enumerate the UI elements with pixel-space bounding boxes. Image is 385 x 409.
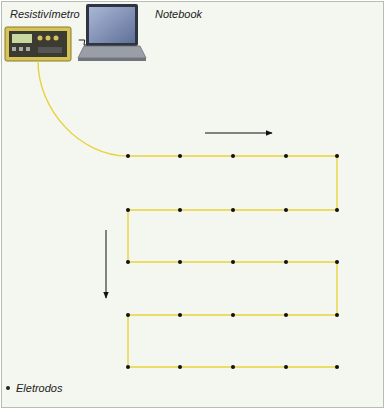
electrode-cable: [38, 61, 337, 367]
electrode: [335, 313, 339, 317]
notebook-computer: [78, 4, 146, 61]
electrode-grid: [126, 154, 339, 369]
electrode: [231, 365, 235, 369]
electrode: [231, 154, 235, 158]
electrode: [126, 208, 130, 212]
legend-text: Eletrodos: [16, 382, 62, 394]
meter-node: Resistivímetro: [4, 4, 82, 62]
resistivity-meter: [5, 27, 71, 61]
legend: Eletrodos: [6, 382, 62, 394]
electrode: [231, 208, 235, 212]
electrode: [178, 365, 182, 369]
electrode: [178, 208, 182, 212]
data-cable: [79, 40, 88, 45]
direction-arrow: [106, 230, 107, 298]
electrode: [231, 260, 235, 264]
electrode: [284, 154, 288, 158]
electrode: [126, 154, 130, 158]
electrode-symbol: [6, 386, 10, 390]
legend-item: Eletrodos: [6, 382, 62, 394]
electrode: [284, 208, 288, 212]
electrode: [126, 365, 130, 369]
direction-arrow: [205, 133, 272, 134]
electrode: [284, 365, 288, 369]
electrode: [284, 313, 288, 317]
device-label: Notebook: [155, 8, 202, 21]
electrode: [126, 260, 130, 264]
electrode: [335, 365, 339, 369]
electrode: [335, 208, 339, 212]
electrode: [126, 313, 130, 317]
electrode: [178, 154, 182, 158]
electrode: [335, 260, 339, 264]
electrode: [178, 313, 182, 317]
electrode: [231, 313, 235, 317]
device-label: Resistivímetro: [10, 8, 80, 21]
electrode: [178, 260, 182, 264]
electrode: [284, 260, 288, 264]
notebook-node: Notebook: [78, 2, 208, 62]
electrode: [335, 154, 339, 158]
